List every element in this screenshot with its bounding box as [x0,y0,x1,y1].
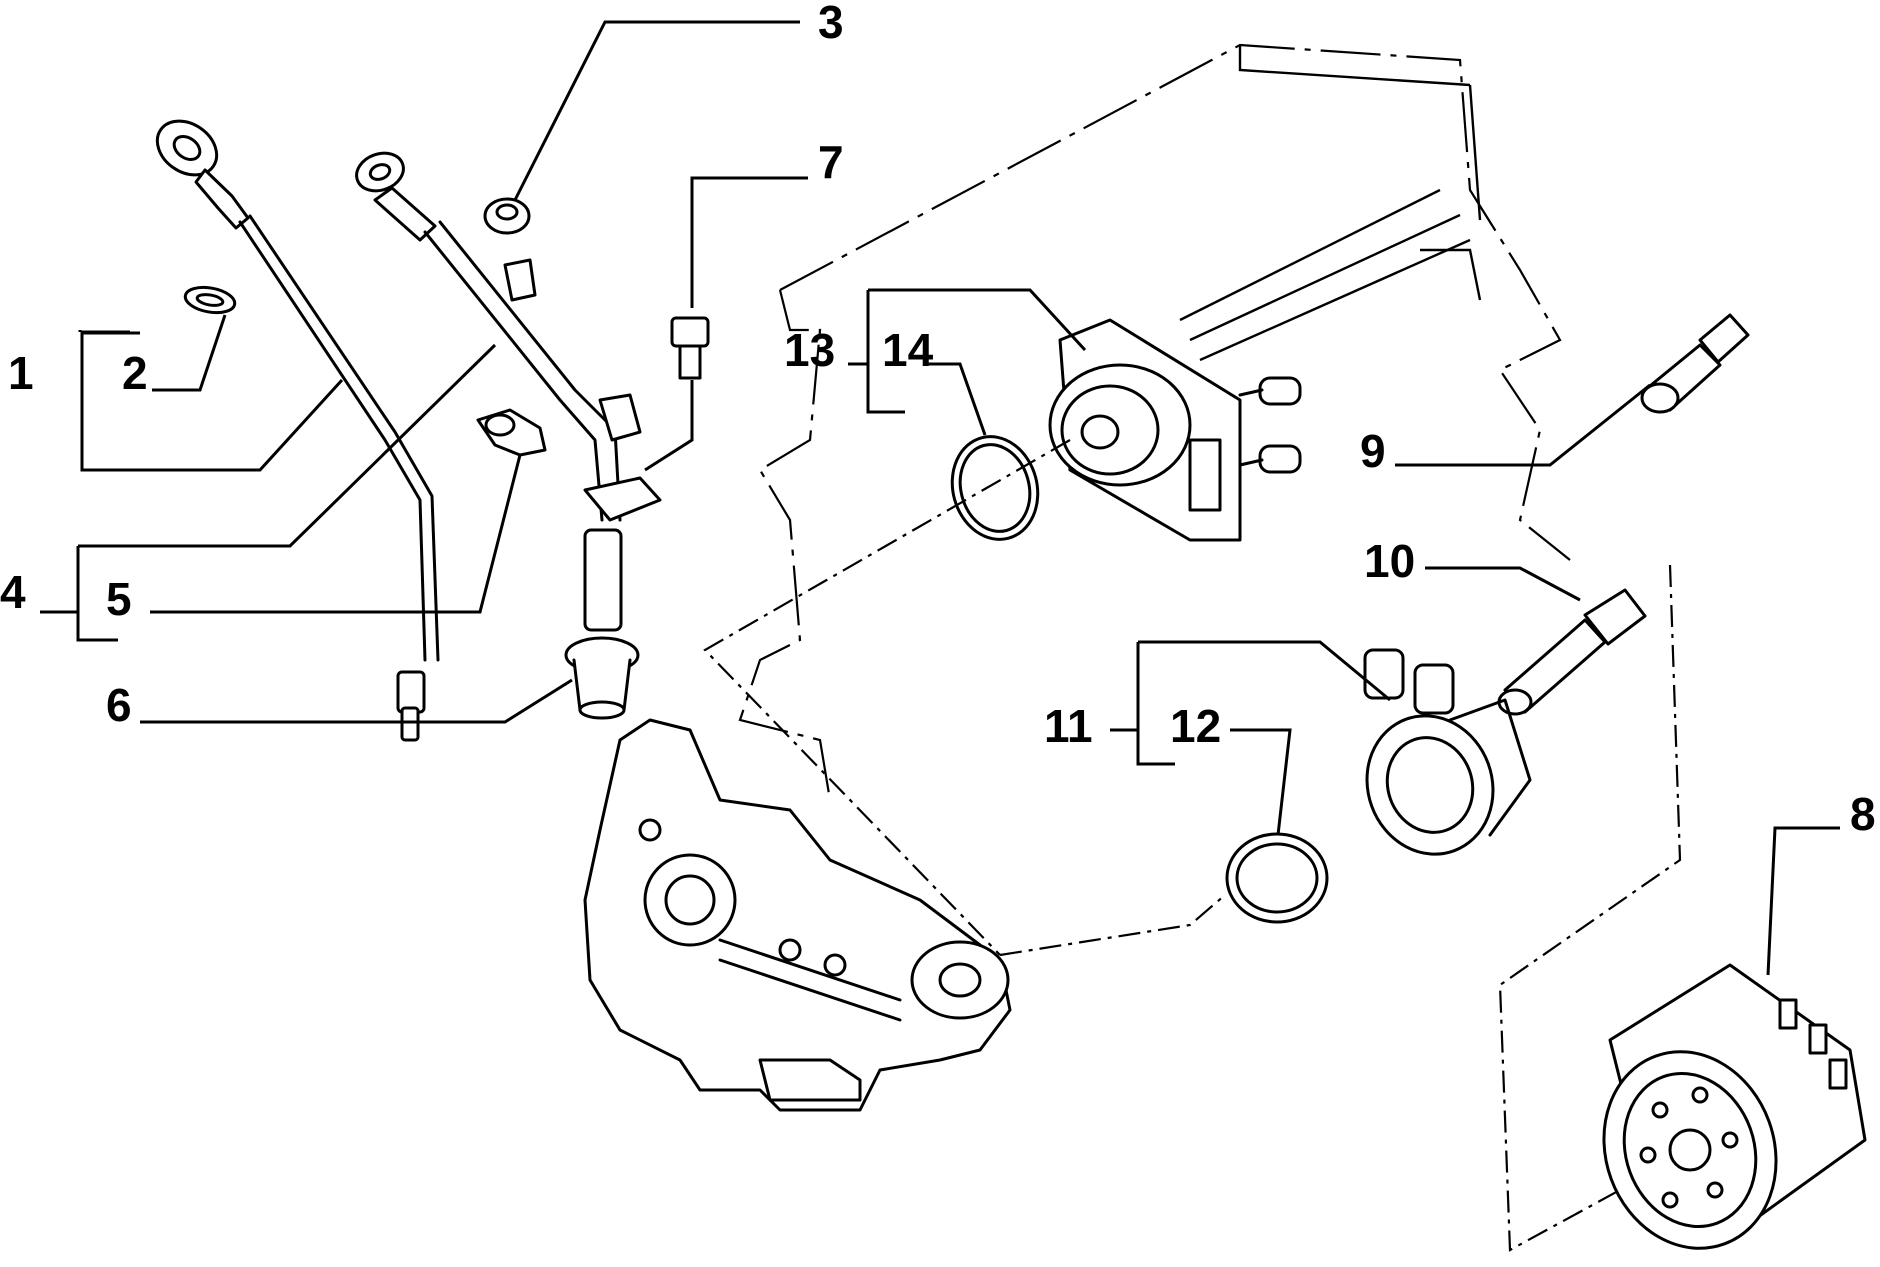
o-ring-large [950,435,1040,541]
leader-lines [40,20,1840,976]
label-14: 14 [882,324,934,376]
label-1: 1 [8,347,34,399]
label-9: 9 [1360,425,1386,477]
grommet [564,636,640,720]
engine-block-outline [738,43,1571,801]
label-13: 13 [784,324,835,376]
label-4: 4 [0,566,26,618]
nut [483,197,531,235]
label-3: 3 [818,0,844,48]
o-ring-small [1225,832,1329,924]
label-7: 7 [818,136,844,188]
dipstick-tube [355,151,662,632]
clamp [476,408,547,457]
oil-cooler-small [1363,648,1532,856]
label-5: 5 [106,573,132,625]
callout-labels: 1 2 3 4 5 6 7 8 9 10 11 12 13 14 [0,0,1876,840]
alignment-lines [703,439,1682,1252]
bolt [670,316,710,380]
oil-filter [1602,963,1867,1250]
label-11: 11 [1044,700,1093,752]
label-6: 6 [106,679,132,731]
label-12: 12 [1170,700,1221,752]
union-connector [1497,588,1647,716]
label-2: 2 [122,347,148,399]
washer [183,285,237,315]
label-8: 8 [1850,788,1876,840]
oil-pump-housing [583,718,1012,1112]
label-10: 10 [1364,535,1415,587]
oil-cooler-large [1048,318,1302,542]
dipstick [155,119,440,742]
pressure-sensor [1640,313,1750,414]
